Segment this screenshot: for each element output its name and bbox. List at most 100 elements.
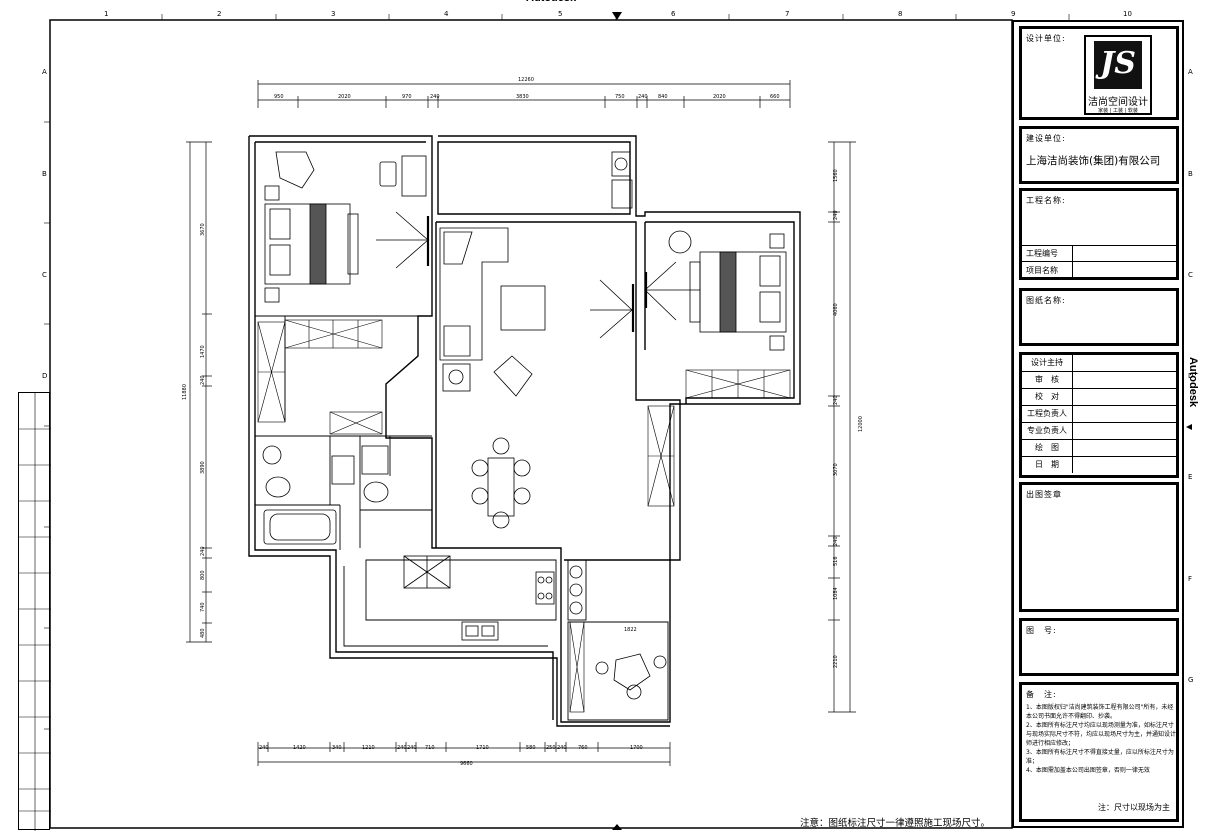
dim-left-seg: 480	[200, 628, 206, 638]
remarks-list: 1、本图版权归"洁尚建筑装饰工程有限公司"所有，未经本公司书面允许不得翻印、抄袭…	[1026, 703, 1176, 775]
dim-right-seg: 240	[833, 395, 839, 405]
logo-name: 洁尚空间设计	[1088, 97, 1148, 108]
grid-col-8: 8	[898, 10, 903, 18]
dim-left-seg: 800	[200, 570, 206, 580]
side-revision-strip	[18, 392, 51, 831]
divider	[1072, 246, 1073, 261]
client-label: 建设单位:	[1026, 134, 1066, 143]
sign-label: 工程负责人	[1022, 406, 1073, 422]
remarks-label: 备 注:	[1026, 690, 1057, 699]
project-name-label: 工程名称:	[1026, 196, 1066, 205]
divider	[1072, 262, 1073, 279]
dim-bottom-seg: 1710	[476, 745, 489, 751]
dim-right-seg: 240	[833, 210, 839, 220]
remark-item: 1、本图版权归"洁尚建筑装饰工程有限公司"所有，未经本公司书面允许不得翻印、抄袭…	[1026, 704, 1174, 720]
grid-col-4: 4	[444, 10, 449, 18]
dim-bottom-seg: 710	[425, 745, 435, 751]
grid-row-g-right: G	[1188, 676, 1194, 684]
dim-left-total: 11880	[182, 384, 188, 400]
dim-top-seg: 750	[615, 94, 625, 100]
dim-left-seg: 3670	[200, 223, 206, 236]
dim-left-seg: 240	[200, 546, 206, 556]
dim-left-seg: 1470	[200, 345, 206, 358]
company-logo: JS 洁尚空间设计 家装 | 工装 | 软装	[1084, 35, 1152, 115]
dim-balcony: 1822	[624, 627, 637, 633]
grid-row-d-right: D	[1188, 372, 1194, 380]
dim-top-seg: 240	[638, 94, 648, 100]
dim-top-seg: 240	[430, 94, 440, 100]
sign-row: 校 对	[1022, 389, 1176, 406]
grid-row-c: C	[42, 271, 47, 279]
dim-top-total: 12260	[518, 77, 534, 83]
grid-col-10: 10	[1123, 10, 1132, 18]
remark-item: 4、本图需加盖本公司出图签章，否则一律无效	[1026, 767, 1150, 774]
drawing-no-cell: 图 号:	[1019, 618, 1179, 676]
dim-right-seg: 4060	[833, 303, 839, 316]
grid-col-5: 5	[558, 10, 563, 18]
dim-right-total: 12000	[858, 416, 864, 432]
grid-col-1: 1	[104, 10, 109, 18]
design-unit-cell: 设计单位: JS 洁尚空间设计 家装 | 工装 | 软装	[1019, 26, 1179, 120]
dim-top-seg: 660	[770, 94, 780, 100]
dim-bottom-seg: 240	[407, 745, 417, 751]
grid-row-b: B	[42, 170, 47, 178]
grid-row-f-right: F	[1188, 575, 1193, 583]
sign-row: 工程负责人	[1022, 406, 1176, 423]
logo-sub: 家装 | 工装 | 软装	[1098, 108, 1138, 114]
dim-bottom-seg: 580	[526, 745, 536, 751]
sign-row: 专业负责人	[1022, 423, 1176, 440]
sign-row: 设计主持	[1022, 355, 1176, 372]
grid-row-a-right: A	[1188, 68, 1193, 76]
logo-mark: JS	[1094, 41, 1142, 89]
dim-right-seg: 1560	[833, 169, 839, 182]
title-block: 设计单位: JS 洁尚空间设计 家装 | 工装 | 软装 建设单位: 上海洁尚装…	[1012, 20, 1184, 828]
dim-top-seg: 840	[658, 94, 668, 100]
dim-top-seg: 2020	[338, 94, 351, 100]
client-cell: 建设单位: 上海洁尚装饰(集团)有限公司	[1019, 126, 1179, 184]
grid-row-a: A	[42, 68, 47, 76]
sign-row: 日 期	[1022, 457, 1176, 474]
sign-label: 校 对	[1022, 389, 1073, 405]
project-cell: 工程名称: 工程编号 项目名称	[1019, 188, 1179, 280]
grid-col-9: 9	[1011, 10, 1016, 18]
dim-right-seg: 516	[833, 556, 839, 566]
stamp-label: 出图签章	[1026, 490, 1062, 499]
project-no-row: 工程编号	[1022, 245, 1176, 262]
dim-top-seg: 970	[402, 94, 412, 100]
sign-label: 日 期	[1022, 457, 1073, 473]
dim-left-seg: 240	[200, 375, 206, 385]
remarks-cell: 备 注: 1、本图版权归"洁尚建筑装饰工程有限公司"所有，未经本公司书面允许不得…	[1019, 682, 1179, 822]
signature-cell: 设计主持 审 核 校 对 工程负责人 专业负责人 绘 图 日 期	[1019, 352, 1179, 478]
dim-right-seg: 240	[833, 536, 839, 546]
dim-right-seg: 1084	[833, 587, 839, 600]
project-name2-label: 项目名称	[1026, 266, 1058, 275]
dim-bottom-seg: 760	[578, 745, 588, 751]
dim-bottom-seg: 1700	[630, 745, 643, 751]
dim-bottom-seg: 240	[259, 745, 269, 751]
dim-bottom-seg: 240	[557, 745, 567, 751]
stamp-cell: 出图签章	[1019, 482, 1179, 612]
sign-label: 设计主持	[1022, 355, 1073, 371]
remark-item: 2、本图所有标注尺寸均应以现场测量为准，如标注尺寸与现场实际尺寸不符，均应以现场…	[1026, 722, 1177, 747]
dim-bottom-total: 9660	[460, 761, 473, 767]
dim-left-seg: 3890	[200, 461, 206, 474]
dim-bottom-seg: 250	[546, 745, 556, 751]
dim-right-seg: 2210	[833, 655, 839, 668]
dim-bottom-seg: 340	[332, 745, 342, 751]
sign-row: 审 核	[1022, 372, 1176, 389]
drawing-no-label: 图 号:	[1026, 626, 1057, 635]
client-name: 上海洁尚装饰(集团)有限公司	[1026, 155, 1161, 167]
grid-row-b-right: B	[1188, 170, 1193, 178]
watermark-top: Autodesk	[526, 0, 576, 4]
design-unit-label: 设计单位:	[1026, 34, 1066, 43]
grid-col-6: 6	[671, 10, 676, 18]
bottom-note: 注意：图纸标注尺寸一律遵照施工现场尺寸。	[800, 818, 991, 829]
grid-col-3: 3	[331, 10, 336, 18]
drawing-name-label: 图纸名称:	[1026, 296, 1066, 305]
grid-col-7: 7	[785, 10, 790, 18]
grid-col-2: 2	[217, 10, 222, 18]
sign-row: 绘 图	[1022, 440, 1176, 457]
dim-right-seg: 3070	[833, 463, 839, 476]
